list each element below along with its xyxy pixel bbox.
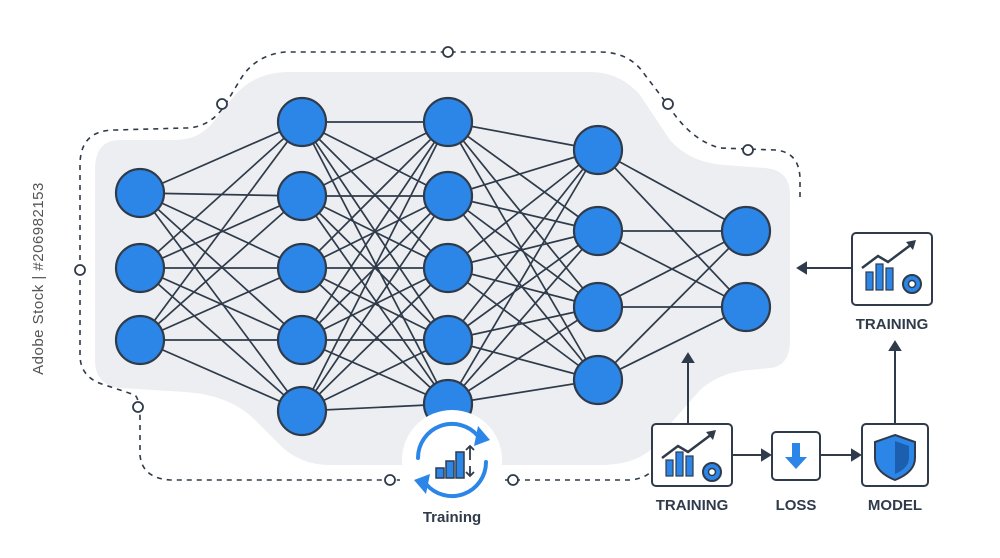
network-edge <box>447 379 599 405</box>
network-node-layer-4 <box>572 205 624 257</box>
network-node-layer-3 <box>422 314 474 366</box>
network-edge <box>597 230 747 381</box>
network-edge <box>139 121 303 269</box>
network-edge <box>447 230 599 405</box>
top-training-label: TRAINING <box>855 316 929 333</box>
loop-marker <box>442 46 454 58</box>
pipeline-loss-box <box>771 431 821 481</box>
network-edge <box>597 230 747 308</box>
bar-chart-icon <box>435 444 475 479</box>
network-edge <box>447 149 599 405</box>
loop-markers <box>74 46 754 486</box>
network-edge <box>447 230 599 341</box>
network-edge <box>447 149 599 269</box>
loop-marker <box>74 264 86 276</box>
network-edge <box>301 195 449 405</box>
pipeline-arrows <box>681 261 902 462</box>
stock-caption: Adobe Stock | #206982153 <box>29 182 47 375</box>
network-edge <box>447 121 599 308</box>
network-edge <box>301 121 449 405</box>
network-edge <box>597 149 747 232</box>
network-edge <box>139 121 303 194</box>
network-node-layer-1 <box>114 242 166 294</box>
network-node-layer-2 <box>276 242 328 294</box>
network-edge <box>139 192 303 412</box>
network-edge <box>139 267 303 341</box>
network-edge <box>301 267 449 405</box>
network-edge <box>139 121 303 341</box>
network-edge <box>447 121 599 232</box>
network-edge <box>301 339 449 405</box>
network-node-layer-5 <box>720 205 772 257</box>
network-node-layer-4 <box>572 354 624 406</box>
network-edge <box>301 267 449 412</box>
training-cycle-badge <box>402 410 502 510</box>
pipeline-top-training-box <box>851 232 933 306</box>
loop-marker <box>216 98 228 110</box>
network-node-layer-3 <box>422 96 474 148</box>
network-node-layer-4 <box>572 124 624 176</box>
dashed-training-loop-lower <box>79 270 400 481</box>
network-node-layer-1 <box>114 314 166 366</box>
network-node-layer-2 <box>276 385 328 437</box>
cycle-label: Training <box>422 509 482 526</box>
network-edge <box>301 121 449 341</box>
loop-marker <box>742 144 754 156</box>
growth-chart-gear-icon <box>861 240 922 294</box>
network-edge <box>447 195 599 308</box>
pipeline-training-box <box>651 423 733 487</box>
network-edge <box>139 339 303 412</box>
network-edge <box>447 267 599 308</box>
network-edge <box>447 306 599 341</box>
network-node-layer-2 <box>276 314 328 366</box>
network-node-layer-5 <box>720 281 772 333</box>
loop-marker <box>132 401 144 413</box>
network-edge <box>597 306 747 381</box>
loop-marker <box>507 474 519 486</box>
network-node-layer-4 <box>572 281 624 333</box>
pipeline-model-box <box>861 423 929 487</box>
pipeline-loss-label: LOSS <box>775 497 817 514</box>
network-node-layer-2 <box>276 96 328 148</box>
network-edge <box>447 339 599 381</box>
shield-icon <box>874 433 916 482</box>
network-edge <box>447 306 599 405</box>
network-node-layer-3 <box>422 170 474 222</box>
network-edge <box>447 121 599 151</box>
network-edge <box>597 149 747 308</box>
download-arrow-icon <box>785 443 807 469</box>
growth-chart-gear-icon <box>661 430 722 482</box>
network-edge <box>301 195 449 412</box>
pipeline-training-label: TRAINING <box>655 497 729 514</box>
loop-marker <box>662 98 674 110</box>
network-edge <box>447 149 599 341</box>
loop-marker <box>384 474 396 486</box>
network-edge <box>301 121 449 197</box>
network-node-layer-1 <box>114 167 166 219</box>
network-edge <box>139 192 303 341</box>
refresh-cycle-icon <box>415 421 489 499</box>
network-edge <box>447 195 599 232</box>
network-node-layer-2 <box>276 170 328 222</box>
network-edge <box>301 339 449 412</box>
network-edge <box>447 230 599 269</box>
network-edge <box>301 121 449 269</box>
network-edge <box>139 195 303 341</box>
network-edge <box>301 121 449 412</box>
network-edge <box>447 149 599 197</box>
network-node-layer-3 <box>422 242 474 294</box>
pipeline-model-label: MODEL <box>867 497 923 514</box>
